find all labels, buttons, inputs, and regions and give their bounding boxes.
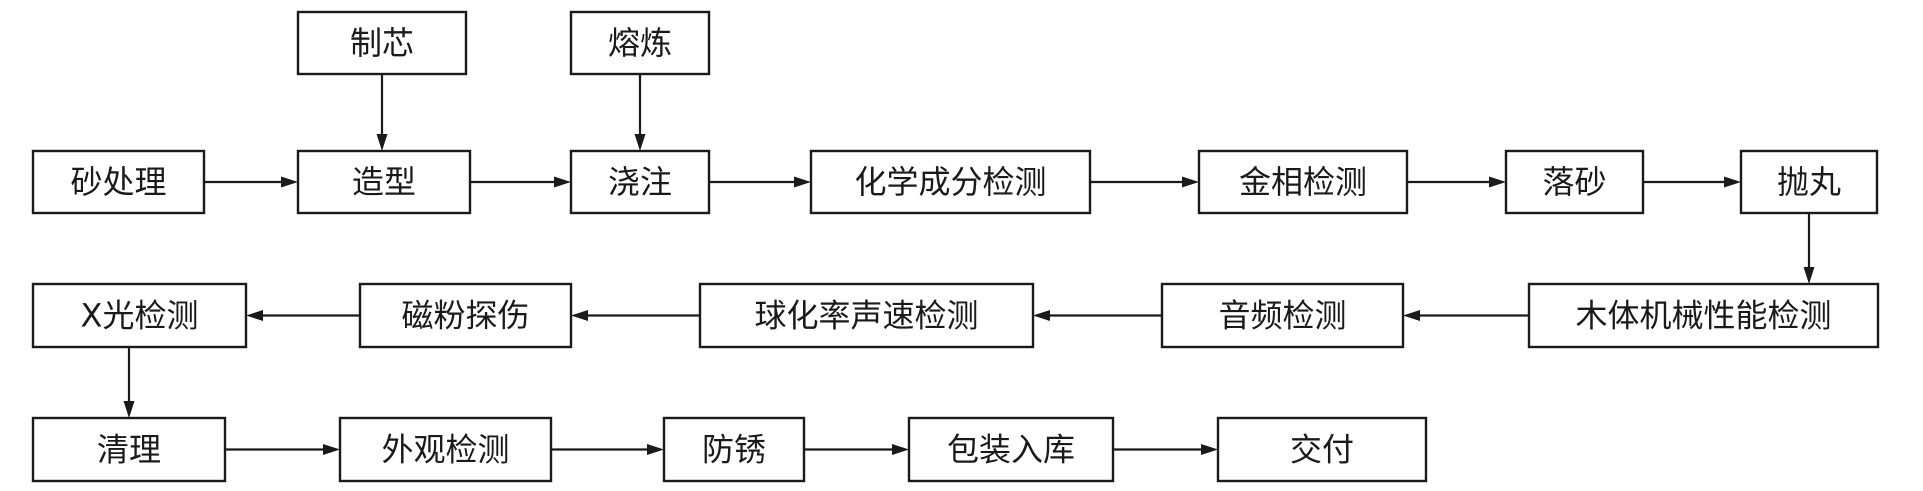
arrowhead-icon (571, 310, 588, 321)
arrowhead-icon (892, 444, 909, 455)
arrow-waiguan-to-fangxiu (551, 444, 664, 455)
node-label: 落砂 (1542, 163, 1606, 201)
arrowhead-icon (1033, 310, 1050, 321)
arrowhead-icon (1201, 444, 1218, 455)
arrowhead-icon (376, 134, 388, 151)
arrowhead-icon (123, 401, 135, 418)
node-qingli: 清理 (31, 416, 227, 483)
node-label: 金相检测 (1239, 163, 1367, 201)
node-box (698, 282, 1035, 349)
node-baozhuang: 包装入库 (907, 416, 1115, 483)
arrowhead-icon (794, 176, 811, 188)
node-label: 包装入库 (947, 431, 1075, 469)
node-label: 防锈 (702, 431, 766, 469)
arrow-qiuhualv-to-cifen (571, 310, 700, 321)
arrowhead-icon (634, 134, 646, 151)
node-label: 交付 (1290, 431, 1354, 469)
arrowhead-icon (281, 176, 298, 188)
node-box (296, 10, 468, 76)
arrow-huaxue-to-jinxiang (1090, 176, 1199, 188)
arrow-zhixin-to-zaoxing (376, 74, 388, 151)
arrow-luosha-to-paowan (1643, 176, 1741, 188)
node-box (809, 149, 1092, 215)
node-box (296, 149, 472, 215)
node-mutijixie: 木体机械性能检测 (1527, 282, 1880, 349)
arrow-shachuli-to-zaoxing (204, 176, 298, 188)
node-box (1216, 416, 1428, 483)
arrow-qingli-to-waiguan (225, 444, 340, 455)
node-qiuhualv: 球化率声速检测 (698, 282, 1035, 349)
arrowhead-icon (246, 310, 263, 321)
node-label: X光检测 (81, 297, 199, 335)
node-box (358, 282, 573, 349)
node-label: 外观检测 (381, 431, 509, 469)
node-label: 球化率声速检测 (754, 297, 978, 335)
node-waiguan: 外观检测 (338, 416, 553, 483)
node-box (1527, 282, 1880, 349)
node-label: 造型 (352, 163, 416, 201)
node-label: 清理 (97, 431, 161, 469)
node-paowan: 抛丸 (1739, 149, 1879, 215)
node-label: 浇注 (608, 163, 672, 201)
node-jiaozhu: 浇注 (569, 149, 711, 215)
node-box (31, 149, 206, 215)
node-box (31, 282, 248, 349)
node-jinxiang: 金相检测 (1197, 149, 1409, 215)
node-label: 音频检测 (1218, 297, 1346, 335)
arrow-yinpin-to-qiuhualv (1033, 310, 1162, 321)
arrow-baozhuang-to-jiaofu (1113, 444, 1218, 455)
arrow-paowan-to-mutijixie (1803, 213, 1815, 284)
node-zaoxing: 造型 (296, 149, 472, 215)
arrow-jinxiang-to-luosha (1407, 176, 1506, 188)
node-ronglian: 熔炼 (569, 10, 711, 76)
node-xguang: X光检测 (31, 282, 248, 349)
node-label: 砂处理 (70, 163, 166, 201)
arrow-zaoxing-to-jiaozhu (470, 176, 571, 188)
node-label: 化学成分检测 (854, 163, 1046, 201)
arrow-ronglian-to-jiaozhu (634, 74, 646, 151)
node-box (1504, 149, 1645, 215)
node-box (569, 149, 711, 215)
arrowhead-icon (1489, 176, 1506, 188)
arrowhead-icon (1403, 310, 1420, 321)
node-box (1160, 282, 1405, 349)
node-luosha: 落砂 (1504, 149, 1645, 215)
arrow-fangxiu-to-baozhuang (804, 444, 909, 455)
node-label: 熔炼 (608, 24, 672, 62)
node-yinpin: 音频检测 (1160, 282, 1405, 349)
node-cifen: 磁粉探伤 (358, 282, 573, 349)
node-box (1739, 149, 1879, 215)
arrowhead-icon (1803, 267, 1815, 284)
node-fangxiu: 防锈 (662, 416, 806, 483)
node-shachuli: 砂处理 (31, 149, 206, 215)
node-huaxue: 化学成分检测 (809, 149, 1092, 215)
node-box (1197, 149, 1409, 215)
node-label: 木体机械性能检测 (1575, 297, 1831, 335)
arrowhead-icon (647, 444, 664, 455)
node-box (907, 416, 1115, 483)
arrow-mutijixie-to-yinpin (1403, 310, 1529, 321)
arrowhead-icon (1724, 176, 1741, 188)
node-label: 抛丸 (1777, 163, 1841, 201)
node-jiaofu: 交付 (1216, 416, 1428, 483)
arrowhead-icon (1182, 176, 1199, 188)
arrow-jiaozhu-to-huaxue (709, 176, 811, 188)
arrow-xguang-to-qingli (123, 347, 135, 418)
arrowhead-icon (323, 444, 340, 455)
node-box (569, 10, 711, 76)
node-box (31, 416, 227, 483)
node-zhixin: 制芯 (296, 10, 468, 76)
node-label: 磁粉探伤 (401, 297, 529, 335)
node-label: 制芯 (350, 24, 414, 62)
arrowhead-icon (554, 176, 571, 188)
node-box (338, 416, 553, 483)
arrow-cifen-to-xguang (246, 310, 360, 321)
node-box (662, 416, 806, 483)
